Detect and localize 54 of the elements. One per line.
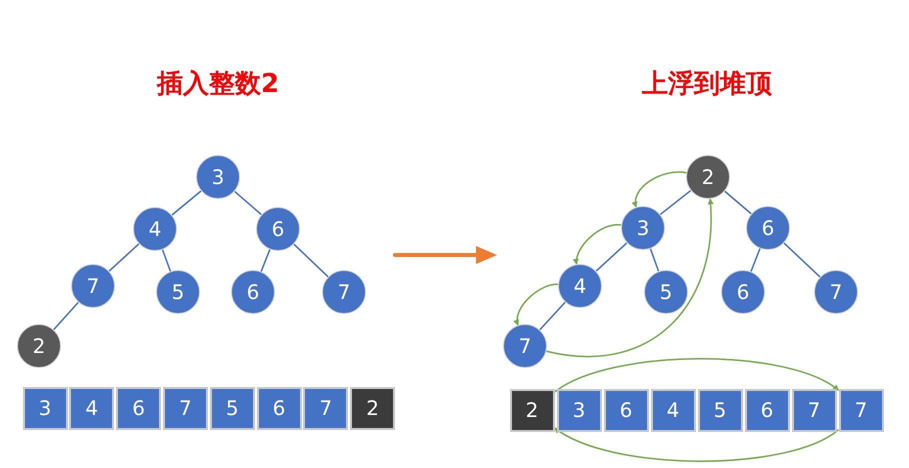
- array-cell: 4: [650, 388, 696, 432]
- swap-arrow: [573, 224, 622, 265]
- array-cell: 6: [744, 388, 790, 432]
- array-cell: 6: [116, 386, 162, 430]
- array-cell: 2: [350, 386, 396, 430]
- heap-node: 6: [721, 270, 765, 314]
- array-cell: 6: [256, 386, 302, 430]
- swap-arrow: [554, 358, 839, 393]
- heap-node: 4: [133, 207, 177, 251]
- array-cell: 6: [604, 388, 648, 432]
- heap-node: 3: [196, 155, 240, 199]
- tree-edge: [724, 190, 752, 214]
- swap-arrow: [632, 171, 686, 208]
- heap-node: 7: [503, 324, 547, 368]
- array-cell: 2: [510, 388, 554, 432]
- tree-edge: [260, 249, 271, 272]
- tree-edge: [234, 190, 262, 216]
- tree-edge: [53, 302, 79, 330]
- array-cell: 7: [162, 386, 208, 430]
- tree-edge: [162, 249, 172, 272]
- heap-node: 6: [746, 206, 790, 250]
- heap-node: 5: [156, 270, 200, 314]
- heading: 插入整数2: [156, 68, 280, 101]
- heap-node: 2: [686, 155, 730, 199]
- tree-edge: [750, 248, 761, 272]
- swap-arrow: [546, 198, 714, 358]
- array-cell: 7: [838, 388, 884, 432]
- array-cell: 7: [303, 386, 348, 430]
- array-cell: 4: [69, 386, 114, 430]
- swap-arrow: [554, 427, 839, 462]
- array-cell: 5: [698, 388, 742, 432]
- heading: 上浮到堆顶: [642, 68, 772, 101]
- tree-edge: [171, 190, 202, 216]
- swap-arrow: [514, 284, 558, 326]
- heap-node: 7: [322, 270, 366, 314]
- heap-node: 6: [256, 207, 300, 251]
- tree-edge: [108, 243, 140, 272]
- tree-edge: [293, 244, 329, 278]
- heap-node: 7: [814, 270, 858, 314]
- heap-node: 4: [558, 264, 602, 308]
- array-cell: 7: [792, 388, 836, 432]
- heap-node: 7: [71, 264, 115, 308]
- array-cell: 3: [22, 386, 68, 430]
- array-cell: 5: [210, 386, 255, 430]
- tree-edge: [784, 242, 820, 278]
- tree-edge: [660, 190, 692, 215]
- heap-node: 3: [621, 206, 665, 250]
- array-cell: 3: [556, 388, 602, 432]
- tree-edge: [596, 242, 628, 272]
- heap-node: 6: [231, 270, 275, 314]
- tree-edge: [539, 302, 566, 330]
- tree-edge: [650, 248, 660, 272]
- heap-node: 2: [17, 324, 61, 368]
- heap-node: 5: [644, 270, 688, 314]
